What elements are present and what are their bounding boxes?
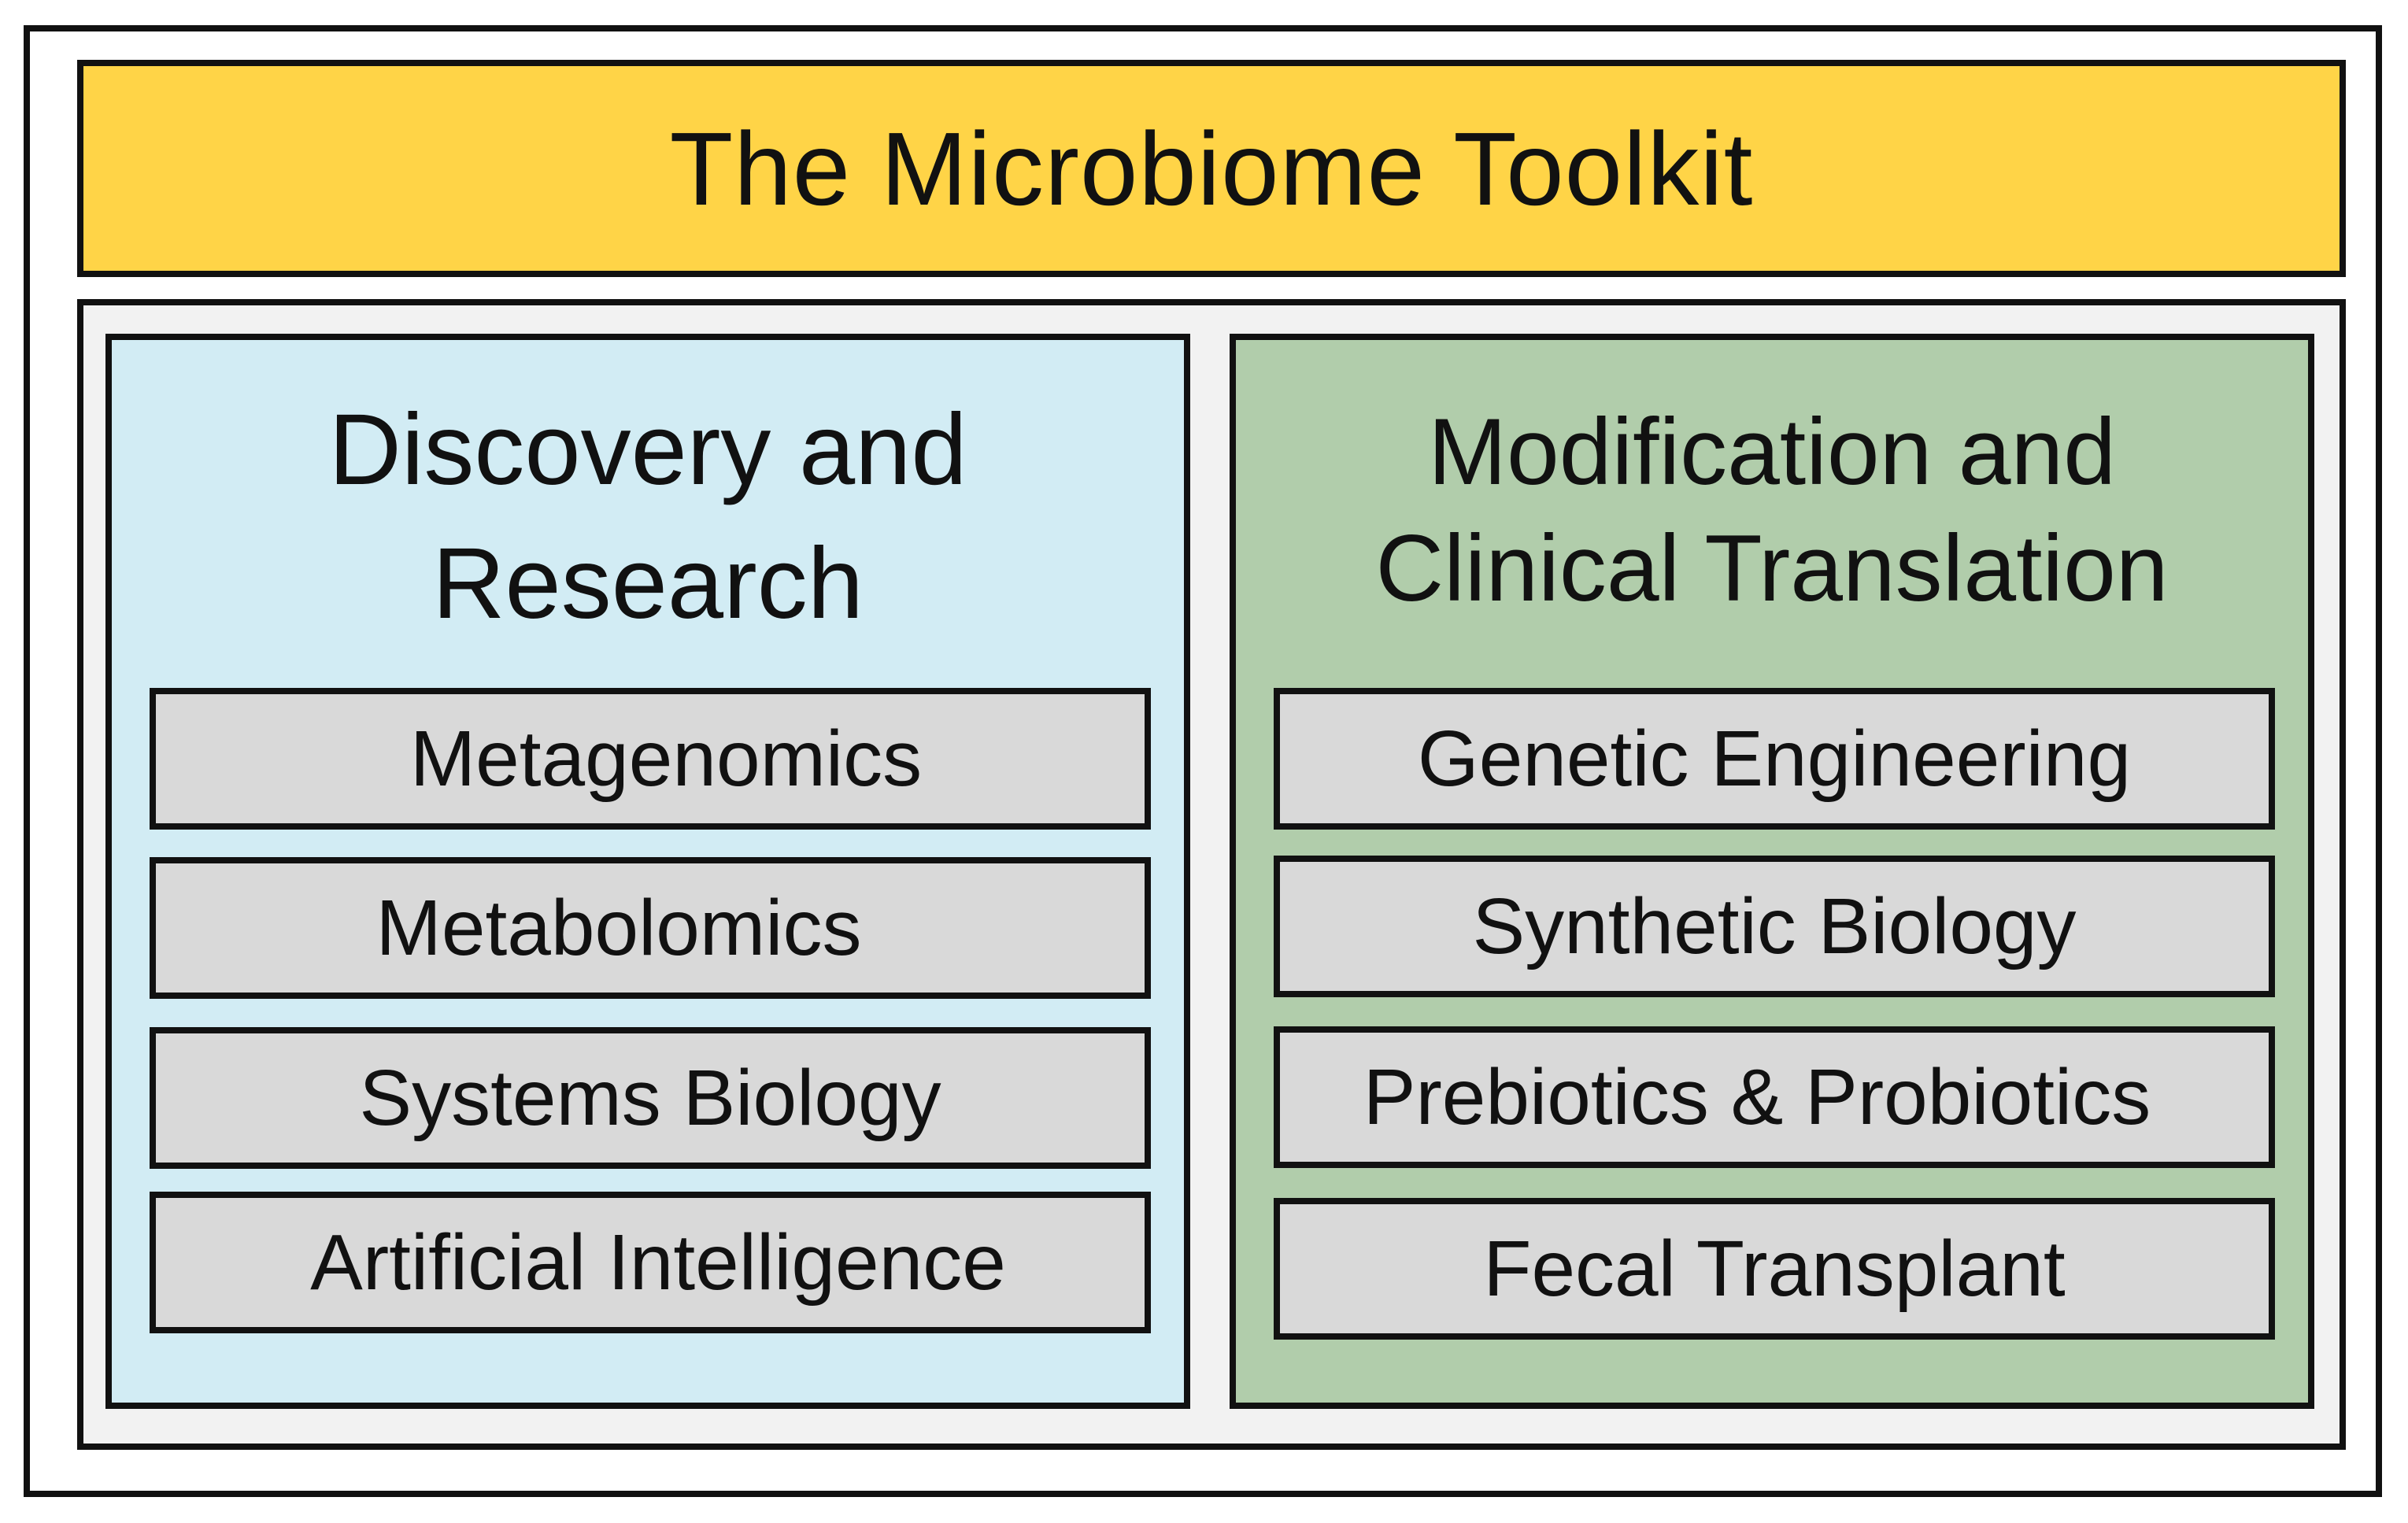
item-genetic-engineering: Genetic Engineering [1274, 688, 2275, 830]
item-metagenomics: Metagenomics [150, 688, 1151, 830]
item-label: Metabolomics [375, 883, 862, 972]
item-prebiotics-probiotics: Prebiotics & Probiotics [1274, 1026, 2275, 1168]
toolkit-title: The Microbiome Toolkit [669, 110, 1754, 227]
discovery-research-column: Discovery and Research Metagenomics Meta… [105, 334, 1190, 1409]
heading-line: Modification and [1428, 399, 2116, 505]
item-label: Artificial Intelligence [310, 1218, 1006, 1307]
item-label: Synthetic Biology [1472, 882, 2077, 970]
heading-line: Research [432, 527, 864, 640]
item-systems-biology: Systems Biology [150, 1027, 1151, 1169]
item-metabolomics: Metabolomics [150, 857, 1151, 999]
item-fecal-transplant: Fecal Transplant [1274, 1198, 2275, 1340]
item-label: Genetic Engineering [1417, 714, 2132, 803]
item-artificial-intelligence: Artificial Intelligence [150, 1192, 1151, 1333]
heading-line: Clinical Translation [1375, 516, 2169, 621]
item-label: Fecal Transplant [1483, 1224, 2066, 1313]
item-label: Systems Biology [359, 1053, 941, 1142]
item-label: Metagenomics [409, 714, 923, 803]
toolkit-title-banner: The Microbiome Toolkit [77, 60, 2346, 277]
discovery-research-heading: Discovery and Research [112, 383, 1184, 651]
modification-clinical-heading: Modification and Clinical Translation [1236, 394, 2308, 627]
modification-clinical-column: Modification and Clinical Translation Ge… [1230, 334, 2314, 1409]
item-label: Prebiotics & Probiotics [1363, 1052, 2151, 1141]
heading-line: Discovery and [328, 394, 967, 506]
item-synthetic-biology: Synthetic Biology [1274, 856, 2275, 997]
